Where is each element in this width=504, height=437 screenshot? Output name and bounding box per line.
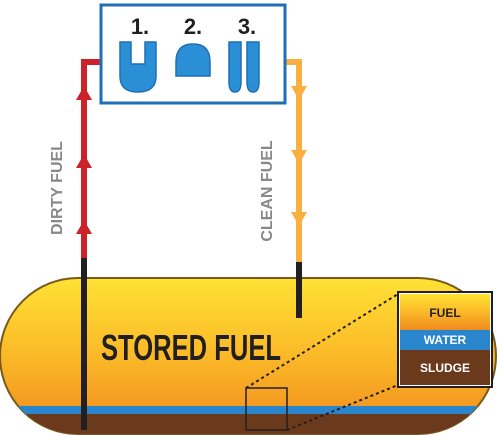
stage-1-filter-icon <box>119 41 157 93</box>
legend-fuel-label: FUEL <box>429 306 460 320</box>
layer-legend: FUEL WATER SLUDGE <box>397 291 493 388</box>
clean-fuel-label: CLEAN FUEL <box>259 140 276 242</box>
down-arrow-icon <box>291 150 307 164</box>
down-arrow-icon <box>291 212 307 226</box>
legend-sludge-swatch <box>400 350 490 385</box>
legend-water-label: WATER <box>424 333 467 347</box>
stage-3-filter-icon-right <box>246 41 260 93</box>
filter-unit: 1. 2. 3. <box>99 3 287 105</box>
tank-sludge-layer <box>0 414 496 434</box>
zoom-dotted-line-bottom <box>286 384 399 431</box>
up-arrow-icon <box>76 220 92 234</box>
stage-1-number: 1. <box>131 14 149 39</box>
stored-fuel-label: STORED FUEL <box>101 327 281 368</box>
down-arrow-icon <box>291 86 307 100</box>
legend-water-swatch <box>400 330 490 350</box>
tank-water-layer <box>0 406 496 414</box>
up-arrow-icon <box>76 86 92 100</box>
legend-fuel-swatch <box>400 294 490 330</box>
stage-2-filter-icon <box>175 43 211 77</box>
legend-sludge-label: SLUDGE <box>420 361 470 375</box>
stage-3-filter-icon-left <box>228 41 242 93</box>
zoom-selection-box <box>245 387 288 431</box>
stage-2-number: 2. <box>184 14 202 39</box>
up-arrow-icon <box>76 154 92 168</box>
stage-3-number: 3. <box>238 14 256 39</box>
dirty-fuel-label: DIRTY FUEL <box>49 141 66 235</box>
